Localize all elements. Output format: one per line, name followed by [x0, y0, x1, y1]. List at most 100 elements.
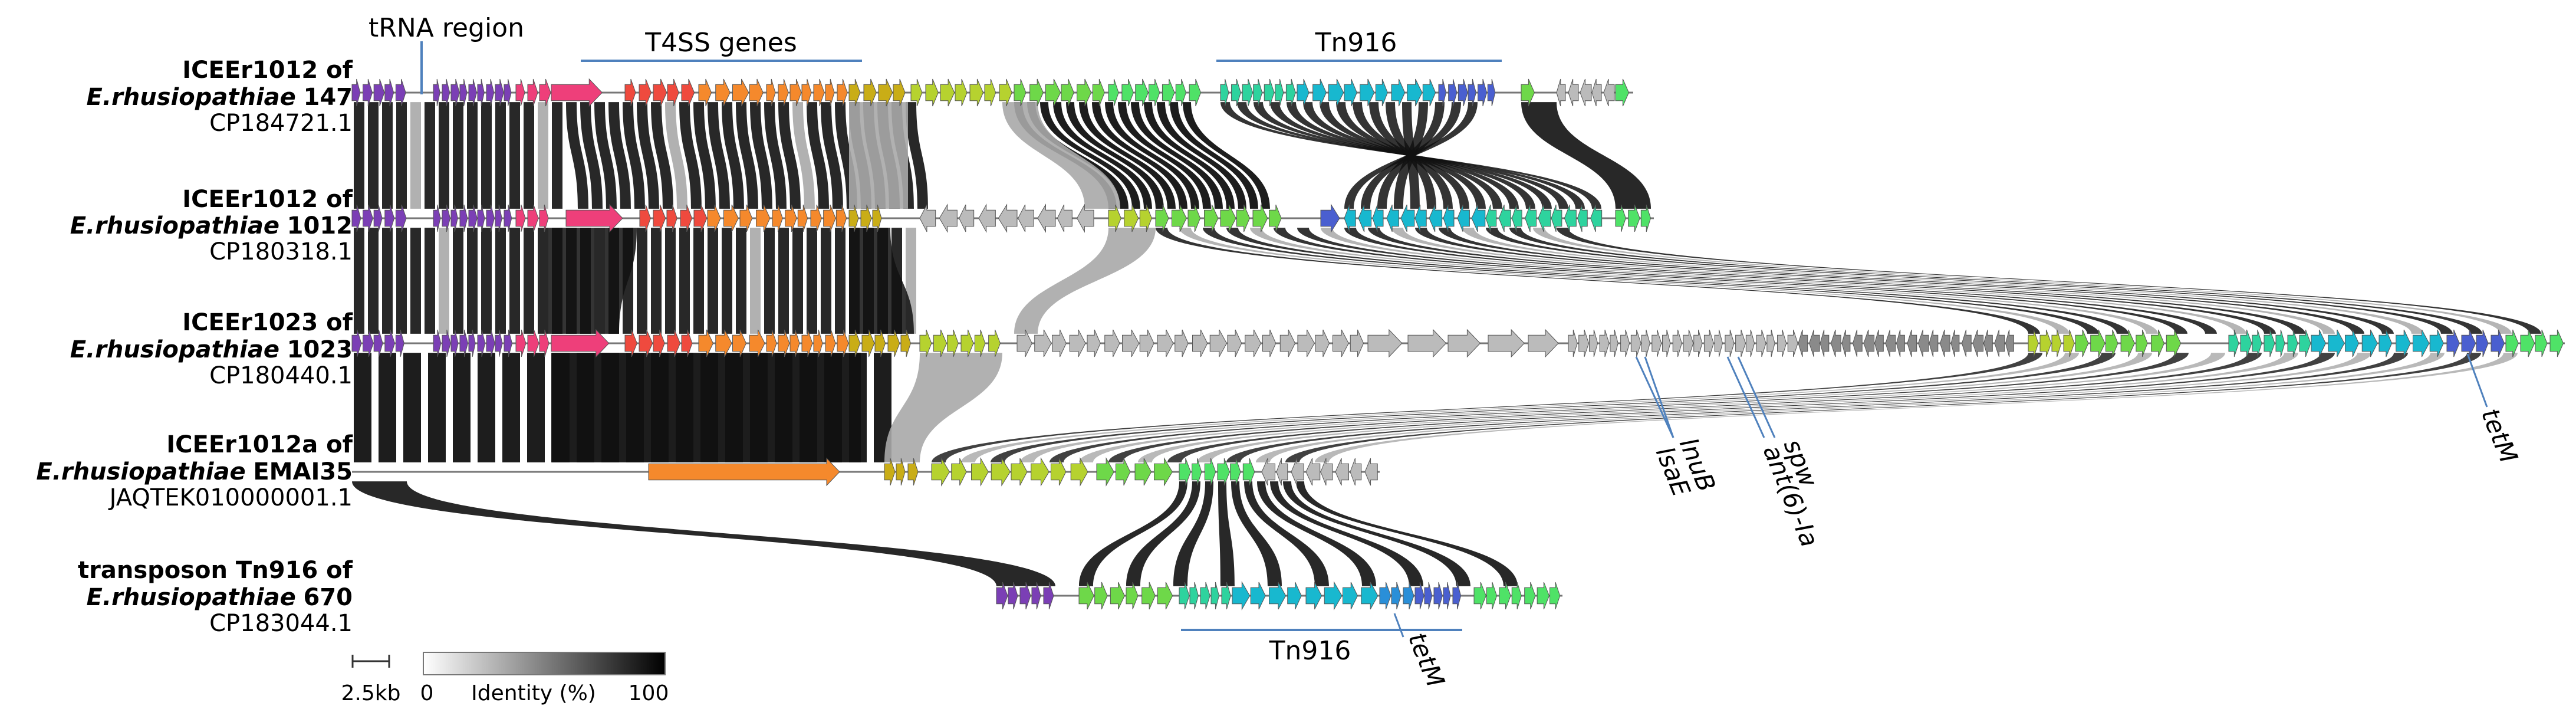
gene-arrow: [1524, 582, 1536, 610]
gene-arrow: [486, 329, 495, 357]
identity-link: [736, 228, 746, 334]
gene-arrow: [1358, 204, 1372, 232]
gene-arrow: [1852, 329, 1863, 357]
gene-arrow: [433, 204, 441, 232]
gene-arrow: [1019, 582, 1031, 610]
gene-arrow: [1487, 78, 1496, 107]
gene-arrow: [2090, 329, 2105, 357]
gene-arrow: [1154, 457, 1173, 487]
t4ss-genes-label: T4SS genes: [644, 28, 797, 58]
gene-arrow: [910, 78, 923, 107]
gene-arrow: [1070, 457, 1088, 487]
gene-arrow: [459, 329, 469, 357]
gene-arrow: [1014, 78, 1027, 107]
gene-arrow: [1077, 203, 1094, 233]
gene-arrow: [680, 204, 693, 232]
identity-link: [481, 102, 492, 209]
gene-arrow: [1011, 458, 1028, 486]
gene-arrow: [933, 329, 948, 357]
gene-arrow: [1149, 78, 1160, 107]
gene-arrow: [1372, 204, 1384, 232]
gene-arrow: [999, 78, 1012, 107]
gene-arrow: [450, 204, 458, 232]
gene-arrow: [749, 329, 765, 357]
gene-arrow: [1275, 78, 1284, 107]
identity-link: [1391, 228, 2335, 334]
gene-arrow: [539, 78, 551, 107]
identity-link: [1231, 481, 1282, 586]
gene-arrow: [1245, 329, 1262, 357]
identity-link: [1050, 353, 2189, 462]
gene-arrow: [693, 204, 708, 232]
track-3-title: ICEEr1023 of: [182, 309, 353, 336]
gene-arrow: [450, 78, 460, 107]
gene-arrow: [1630, 329, 1641, 357]
gene-arrow: [2396, 329, 2411, 357]
identity-link: [502, 353, 520, 462]
gene-arrow: [1400, 204, 1415, 232]
identity-link: [778, 228, 789, 334]
gene-arrow: [363, 78, 373, 107]
gene-arrow: [1262, 329, 1277, 357]
gene-arrow: [1403, 582, 1414, 610]
gene-arrow: [1391, 582, 1401, 610]
gene-arrow: [1221, 582, 1231, 610]
identity-link: [1509, 228, 2482, 334]
identity-link: [792, 228, 803, 334]
gene-arrow: [666, 204, 677, 232]
gene-arrow: [766, 329, 777, 357]
gene-arrow: [1350, 329, 1364, 357]
gene-arrow: [1333, 329, 1349, 357]
identity-link: [1170, 102, 1258, 209]
gene-arrow: [1511, 204, 1522, 232]
gene-arrow: [1297, 329, 1315, 357]
gene-arrow: [384, 329, 396, 357]
gene-arrow: [1950, 329, 1960, 357]
gene-arrow: [1312, 78, 1327, 107]
track-1-strain: 147: [304, 84, 353, 111]
gene-arrow: [495, 204, 502, 232]
gene-arrow: [527, 329, 539, 357]
gene-arrow: [1242, 78, 1254, 107]
gene-arrow: [2136, 329, 2148, 357]
gene-arrow: [1641, 329, 1650, 357]
gene-arrow: [1386, 204, 1399, 232]
gene-arrow: [1210, 582, 1220, 610]
identity-link: [1462, 228, 2423, 334]
track-1-title: ICEEr1012 of: [182, 57, 353, 84]
gene-arrow: [363, 204, 373, 232]
gene-arrow: [442, 78, 450, 107]
lsae-pointer: [1644, 356, 1674, 438]
gene-arrow: [1343, 582, 1358, 610]
gene-arrow: [1994, 329, 2005, 357]
tetm-track5-label: tetM: [1403, 628, 1450, 691]
gene-arrow: [1291, 458, 1304, 486]
gene-arrow: [1220, 78, 1229, 107]
gene-arrow: [1172, 204, 1187, 232]
track-4-genes: [352, 457, 1380, 487]
identity-link: [1557, 228, 2541, 334]
gene-arrow: [969, 78, 984, 107]
gene-arrow: [1220, 204, 1236, 232]
identity-link: [481, 228, 492, 334]
identity-link: [961, 353, 2079, 462]
gene-arrow: [1610, 329, 1618, 357]
identity-links: [352, 102, 2541, 586]
identity-link: [807, 228, 817, 334]
gene-arrow: [2446, 329, 2460, 357]
gene-arrow: [789, 78, 802, 107]
gene-arrow: [667, 329, 681, 357]
identity-link: [884, 353, 1002, 462]
gene-arrow: [681, 78, 695, 107]
gene-arrow: [2299, 329, 2311, 357]
gene-arrow: [931, 457, 950, 487]
identity-link: [1321, 228, 2246, 334]
identity-link: [382, 102, 393, 209]
identity-link: [1066, 102, 1164, 209]
identity-link: [651, 102, 673, 209]
gene-arrow: [1276, 458, 1288, 486]
gene-arrow: [468, 204, 478, 232]
gene-arrow: [1269, 582, 1287, 610]
identity-link: [354, 102, 364, 209]
legend: 2.5kb 0 Identity (%) 100: [341, 652, 669, 705]
